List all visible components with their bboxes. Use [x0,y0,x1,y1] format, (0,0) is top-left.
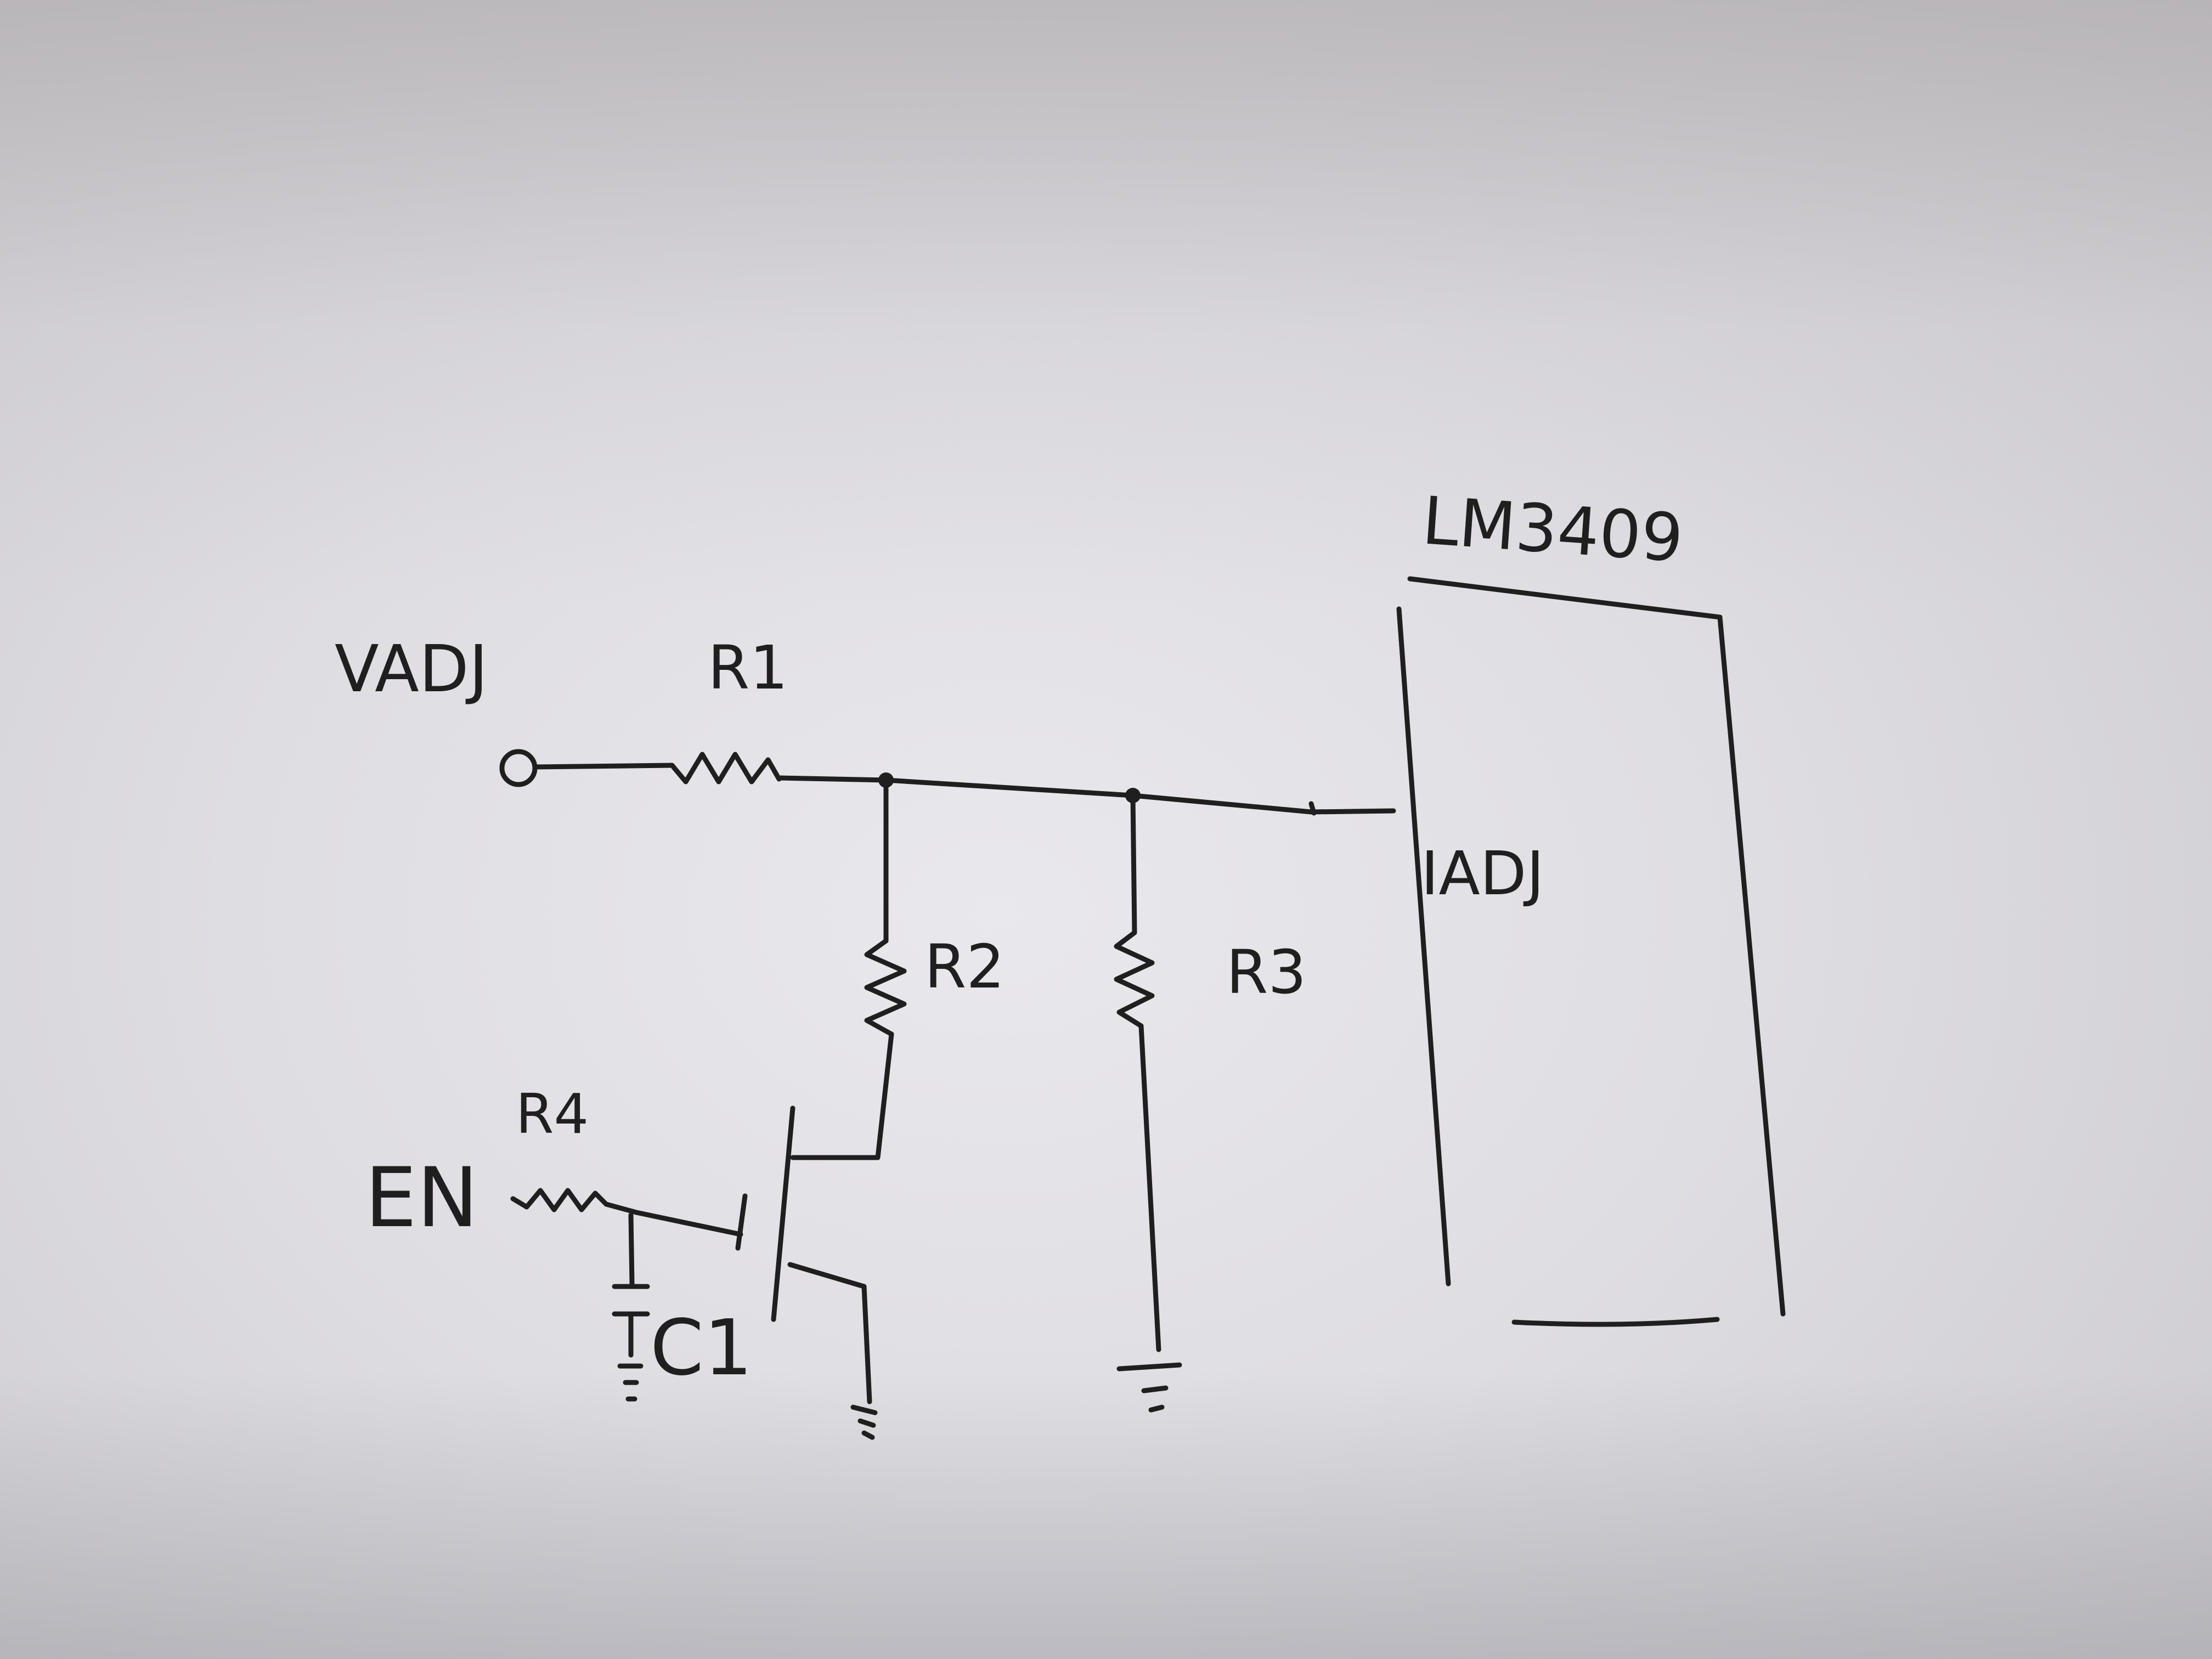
resistor-r4 [510,1188,609,1212]
mosfet-channel [771,1105,795,1322]
wire-node-iadj [883,777,1396,815]
ground-source [850,1404,878,1440]
iadj-label: IADJ [1421,838,1544,909]
mosfet-gate [735,1193,748,1251]
junction-node-1 [878,772,894,788]
wire-vadj-r1 [532,763,675,770]
r4-label: R4 [516,1082,589,1146]
ground-c1 [617,1363,644,1402]
wire-r3-ground [1138,1023,1161,1352]
wire-r4-gate [603,1201,743,1237]
ic-label: LM3409 [1420,483,1685,577]
ground-r3 [1116,1362,1182,1413]
ic-body-right [1717,614,1786,1317]
wire-r1-node [776,775,889,783]
en-label: EN [365,1150,478,1246]
ic-body-bottom [1511,1317,1720,1327]
paper-shadow [0,0,2212,603]
wire-node-r3 [1130,793,1137,935]
vadj-label: VADJ [335,631,488,707]
r3-label: R3 [1226,937,1306,1007]
r1-label: R1 [708,633,788,703]
resistor-r1 [669,752,782,785]
mosfet-source [787,1262,872,1404]
c1-label: C1 [650,1304,753,1393]
vadj-terminal [499,749,538,787]
ic-body-left [1396,606,1451,1286]
ic-body-top [1407,576,1723,620]
wire-c1 [628,1212,635,1286]
junction-node-2 [1125,788,1141,803]
wire-iadj-stub [1308,801,1317,816]
r2-label: R2 [924,932,1005,1002]
wire-r2-drain [790,1031,894,1160]
resistor-r3 [1114,930,1155,1029]
paper-shadow-bottom [0,1372,2212,1659]
resistor-r2 [864,938,907,1037]
capacitor-c1 [612,1284,650,1317]
